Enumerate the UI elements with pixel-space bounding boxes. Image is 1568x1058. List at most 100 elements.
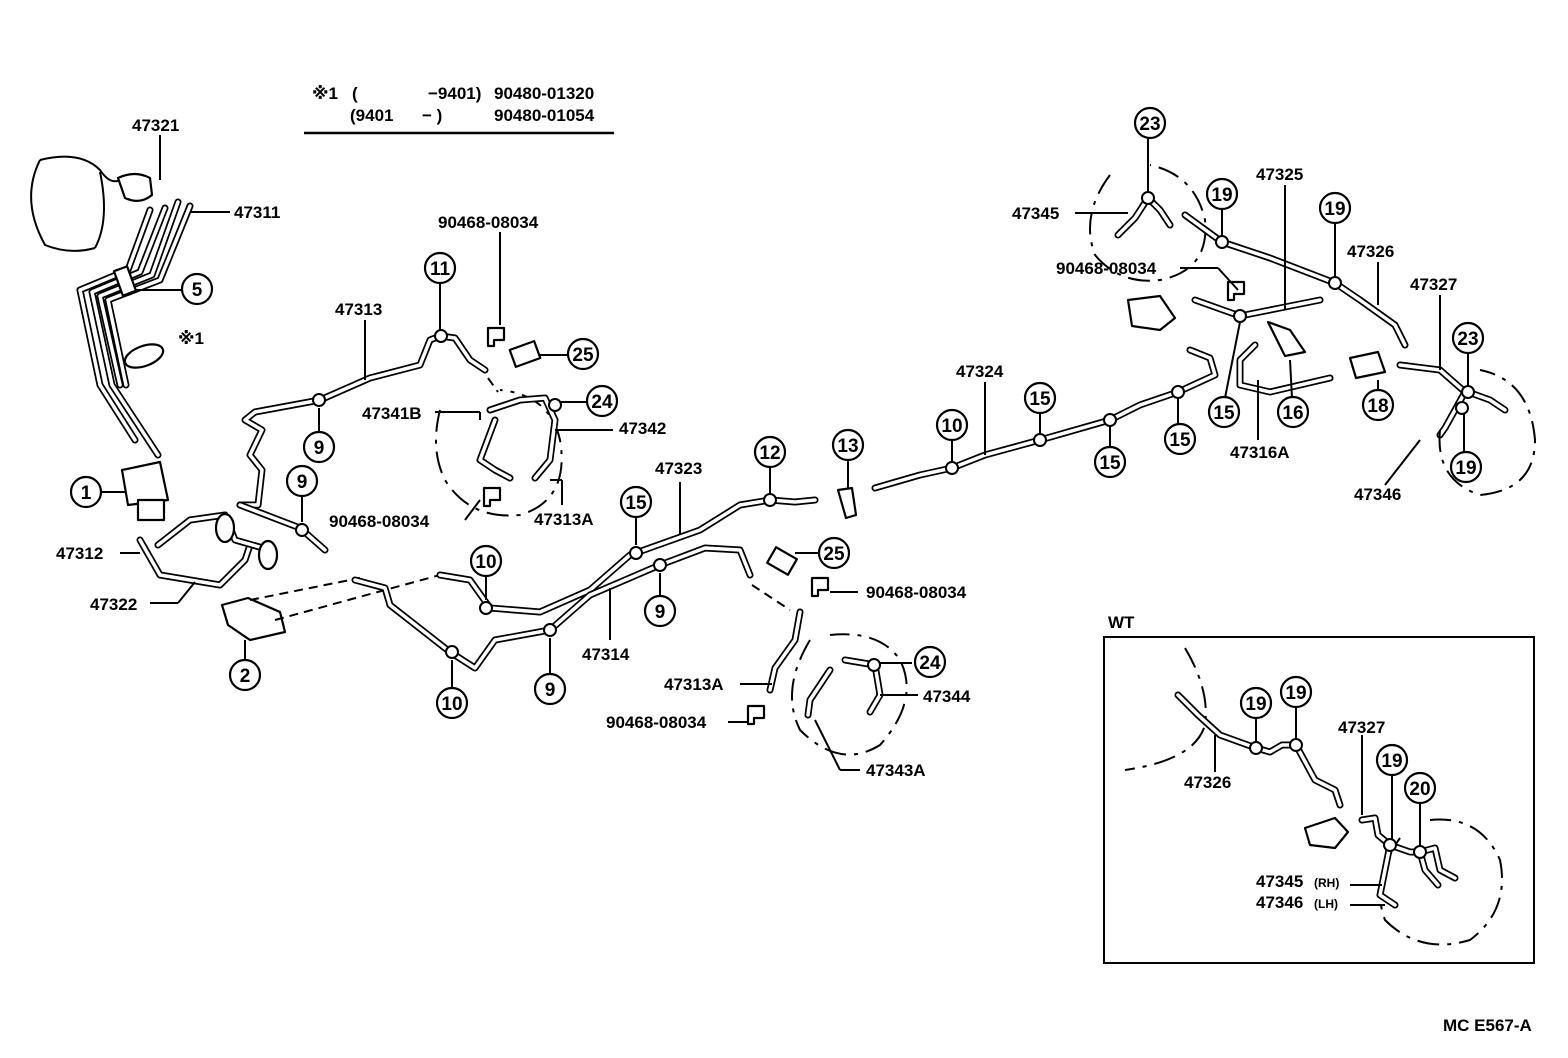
callout-25a: 25 xyxy=(566,337,600,371)
inset-label-47345: 47345 xyxy=(1256,872,1303,891)
note-row1-part-no: 90480-01320 xyxy=(494,84,594,103)
svg-text:19: 19 xyxy=(1381,751,1402,772)
master-cylinder-reservoir xyxy=(116,172,154,202)
callout-23b: 23 xyxy=(1451,321,1485,355)
inset-title: WT xyxy=(1108,613,1135,632)
svg-text:9: 9 xyxy=(297,472,308,493)
part-labels: 47321 47311 47312 47322 47313 47341B 473… xyxy=(56,116,1457,780)
figure-code: MC E567-A xyxy=(1443,1016,1532,1035)
svg-text:15: 15 xyxy=(625,493,647,514)
master-cylinder-area xyxy=(30,155,441,642)
line-clamp-5 xyxy=(112,265,138,297)
label-clip-c: 90468-08034 xyxy=(866,583,967,602)
callout-10b: 10 xyxy=(435,686,469,720)
label-47346: 47346 xyxy=(1354,485,1401,504)
note-row2-range-open: (9401 xyxy=(350,106,393,125)
label-47322: 47322 xyxy=(90,595,137,614)
inset-label-47327: 47327 xyxy=(1338,718,1385,737)
clip-90468-top xyxy=(486,326,506,348)
svg-text:23: 23 xyxy=(1457,329,1478,350)
callout-circles: 1 2 5 9 9 9 9 10 10 10 11 12 13 15 15 15… xyxy=(69,106,1485,720)
svg-text:18: 18 xyxy=(1367,396,1388,417)
callout-24a: 24 xyxy=(585,384,619,418)
front-brake-lh xyxy=(435,326,563,517)
svg-text:19: 19 xyxy=(1245,694,1266,715)
label-star-ref: ※1 xyxy=(178,329,204,348)
leader-lines xyxy=(102,135,1469,771)
svg-text:10: 10 xyxy=(941,416,962,437)
callout-25b: 25 xyxy=(817,536,851,570)
callout-9c: 9 xyxy=(533,672,567,706)
svg-text:13: 13 xyxy=(837,436,858,457)
label-47345: 47345 xyxy=(1012,204,1059,223)
clip-90468-right xyxy=(810,576,830,598)
clip-90468-mid xyxy=(482,486,502,508)
callout-23a: 23 xyxy=(1133,106,1167,140)
callout-13: 13 xyxy=(831,428,865,462)
svg-text:11: 11 xyxy=(430,259,451,280)
label-47314: 47314 xyxy=(582,645,630,664)
label-47344: 47344 xyxy=(923,687,971,706)
label-clip-b: 90468-08034 xyxy=(329,512,430,531)
note-row2-part-no: 90480-01054 xyxy=(494,106,595,125)
label-47311: 47311 xyxy=(234,203,280,222)
label-47313A-top: 47313A xyxy=(534,510,594,529)
callout-15c: 15 xyxy=(1093,445,1127,479)
label-47326: 47326 xyxy=(1347,242,1394,261)
label-47341B: 47341B xyxy=(362,404,422,423)
note-row2-range-close: − ) xyxy=(422,106,442,125)
svg-text:19: 19 xyxy=(1285,683,1306,704)
svg-text:23: 23 xyxy=(1139,114,1160,135)
svg-text:10: 10 xyxy=(441,694,462,715)
bracket-25-rear xyxy=(766,546,798,576)
inset-callout-20: 20 xyxy=(1403,771,1437,805)
pipe-47324 xyxy=(836,346,1219,520)
svg-text:24: 24 xyxy=(919,653,941,674)
svg-text:25: 25 xyxy=(572,345,594,366)
applicability-note: ※1 ( −9401) 90480-01320 (9401 − ) 90480-… xyxy=(304,84,614,135)
svg-text:19: 19 xyxy=(1324,199,1345,220)
svg-text:19: 19 xyxy=(1211,185,1232,206)
union-18 xyxy=(1348,350,1387,380)
inset-label-47345-suffix: (RH) xyxy=(1314,876,1339,890)
label-47316A: 47316A xyxy=(1230,443,1290,462)
three-way-union xyxy=(1126,294,1177,332)
callout-19b: 19 xyxy=(1318,191,1352,225)
label-47313: 47313 xyxy=(335,300,382,319)
callout-15a: 15 xyxy=(619,485,653,519)
label-47313A-bottom: 47313A xyxy=(664,675,724,694)
inset-callout-19b: 19 xyxy=(1279,675,1313,709)
booster-outline xyxy=(39,155,121,183)
inset-union xyxy=(1303,816,1350,850)
svg-text:9: 9 xyxy=(545,680,556,701)
label-47323: 47323 xyxy=(655,459,702,478)
label-47312: 47312 xyxy=(56,544,103,563)
label-clip-a: 90468-08034 xyxy=(438,213,539,232)
label-47342: 47342 xyxy=(619,419,666,438)
clip-90468-rear xyxy=(1226,280,1246,302)
label-47325: 47325 xyxy=(1256,165,1303,184)
front-brake-rh xyxy=(746,546,908,756)
svg-text:19: 19 xyxy=(1455,458,1476,479)
inset-label-47326: 47326 xyxy=(1184,773,1231,792)
svg-text:15: 15 xyxy=(1213,403,1235,424)
wt-inset: WT 47326 47327 47345 (RH) 47346 (LH) 19 xyxy=(1103,613,1535,964)
bracket-16 xyxy=(1266,320,1307,358)
label-47321: 47321 xyxy=(132,116,179,135)
proportioning-valve xyxy=(220,596,287,642)
callout-9a: 9 xyxy=(302,430,336,464)
inset-label-47346: 47346 xyxy=(1256,893,1303,912)
callout-10c: 10 xyxy=(935,408,969,442)
label-47324: 47324 xyxy=(956,362,1004,381)
note-row1-range-close: −9401) xyxy=(428,84,481,103)
pipe-nodes xyxy=(295,191,1475,672)
inset-label-47346-suffix: (LH) xyxy=(1314,897,1338,911)
two-way-joint xyxy=(120,460,170,507)
union-13 xyxy=(836,486,858,520)
clip-90468-bottom xyxy=(746,704,766,726)
svg-text:15: 15 xyxy=(1099,453,1121,474)
grommet-star1 xyxy=(123,343,165,369)
svg-text:15: 15 xyxy=(1169,430,1191,451)
svg-text:10: 10 xyxy=(475,552,496,573)
